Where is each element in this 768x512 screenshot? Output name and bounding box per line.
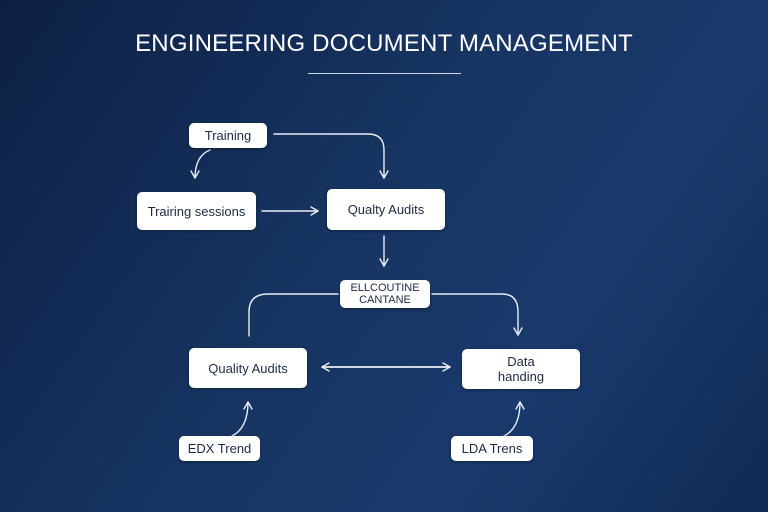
- node-training[interactable]: Training: [189, 123, 267, 148]
- node-training-sessions-label: Trairing sessions: [147, 203, 246, 219]
- arrow-quality-audits-left-to-center: [248, 293, 339, 337]
- node-data-handling[interactable]: Data handing: [462, 349, 580, 389]
- arrow-center-to-data-handling: [431, 293, 523, 336]
- arrow-training-to-training-sessions: [190, 149, 211, 179]
- node-quality-audits-left[interactable]: Quality Audits: [189, 348, 307, 388]
- node-lda-trens-label: LDA Trens: [461, 441, 523, 456]
- node-training-sessions[interactable]: Trairing sessions: [137, 192, 256, 230]
- node-edx-trend-label: EDX Trend: [187, 441, 252, 456]
- arrow-lda-trens-to-data-handling: [503, 401, 525, 437]
- arrow-training-to-quality-audits: [273, 133, 389, 179]
- node-quality-audits-top[interactable]: Qualty Audits: [327, 189, 445, 230]
- node-lda-trens[interactable]: LDA Trens: [451, 436, 533, 461]
- node-edx-trend[interactable]: EDX Trend: [179, 436, 260, 461]
- node-training-label: Training: [204, 128, 252, 143]
- node-center-label: ELLCOUTINE CANTANE: [350, 282, 420, 306]
- node-quality-audits-top-label: Qualty Audits: [347, 202, 425, 217]
- node-data-handling-label: Data handing: [497, 354, 545, 384]
- node-quality-audits-left-label: Quality Audits: [208, 360, 288, 376]
- title-divider: [308, 73, 461, 74]
- arrow-edx-trend-to-quality-audits: [231, 401, 253, 437]
- diagram-title: ENGINEERING DOCUMENT MANAGEMENT: [135, 30, 633, 57]
- node-center[interactable]: ELLCOUTINE CANTANE: [340, 280, 430, 308]
